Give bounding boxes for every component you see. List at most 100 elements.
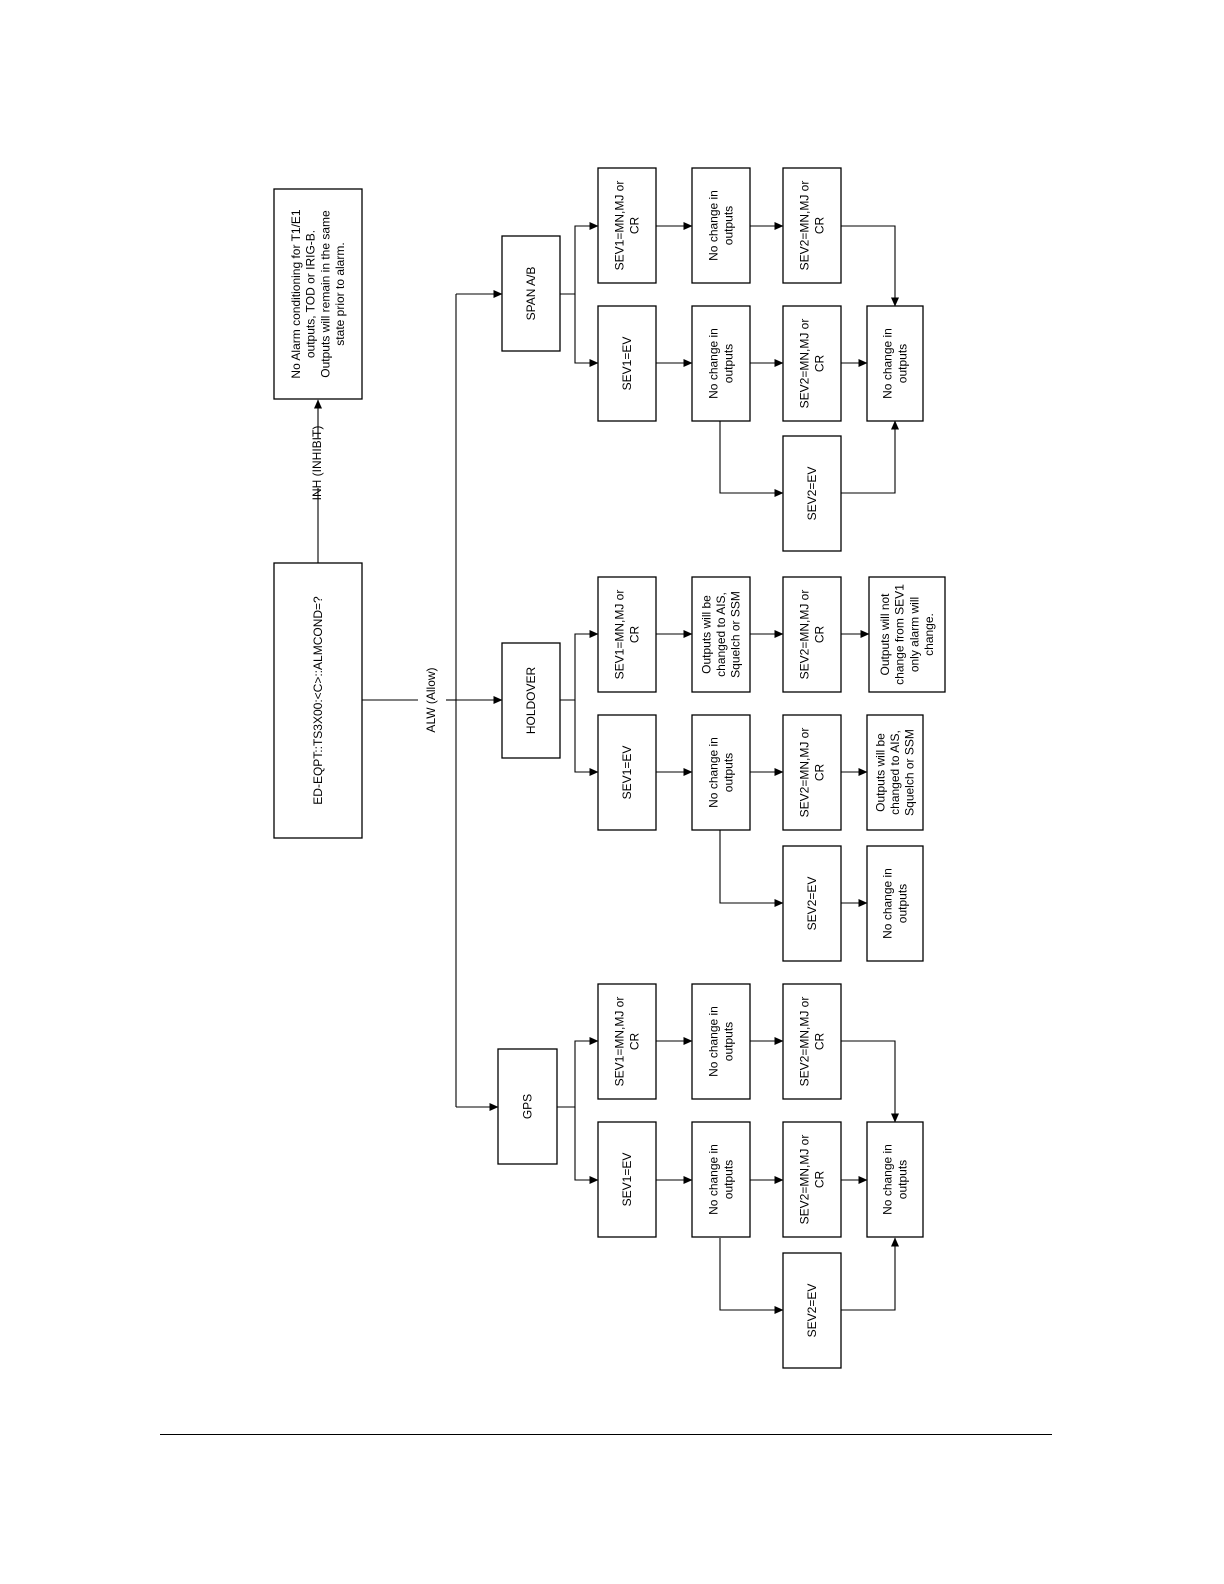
text-line: No change in bbox=[881, 868, 895, 939]
gps-b4 bbox=[719, 1238, 784, 1314]
text-line: SEV1=MN,MJ or bbox=[613, 997, 627, 1087]
hold-sev2-mj-a-out-box bbox=[868, 576, 946, 693]
hold-sev2-ev-label: SEV2=EV bbox=[805, 877, 819, 931]
command-label: ED-EQPT::TS3X00:<C>::ALMCOND=? bbox=[311, 596, 325, 805]
edge-label-inhibit: INH (INHIBIT) bbox=[310, 426, 324, 501]
connectors bbox=[314, 222, 899, 1314]
text-line: outputs bbox=[721, 206, 735, 245]
span-sev1-mj-label: SEV1=MN,MJ orCR bbox=[613, 181, 642, 271]
inhibit-result-text: No Alarm conditioning for T1/E1outputs, … bbox=[289, 209, 347, 379]
hold-sev2-mj-b-box bbox=[782, 714, 842, 831]
span-sev1-mj-out-box bbox=[691, 167, 751, 284]
inhibit-label: INH (INHIBIT) bbox=[310, 426, 324, 501]
gps-to-sev1ev bbox=[574, 1107, 599, 1184]
text-line: state prior to alarm. bbox=[333, 242, 347, 345]
hold-sev2-mj-b-label: SEV2=MN,MJ orCR bbox=[798, 728, 827, 818]
hold-sev2-ev-out-label: No change inoutputs bbox=[881, 868, 910, 939]
gps-sev2-mj-b-box bbox=[782, 1121, 842, 1238]
hold-sev1-mj-out-label: Outputs will bechanged to AIS,Squelch or… bbox=[700, 591, 743, 678]
text-line: No Alarm conditioning for T1/E1 bbox=[289, 209, 303, 379]
text-line: No change in bbox=[707, 737, 721, 808]
hold-to-sev1ev bbox=[574, 700, 599, 776]
span-sev1-ev-out-box bbox=[691, 305, 751, 422]
gps-a3 bbox=[841, 1040, 899, 1123]
span-sev2-mj-a-box bbox=[782, 167, 842, 284]
hold-sev1-mj-box bbox=[597, 576, 657, 693]
span-sev1-ev-out-label: No change inoutputs bbox=[707, 328, 736, 399]
text-line: outputs bbox=[895, 884, 909, 923]
inhibit-result-label: No Alarm conditioning for T1/E1outputs, … bbox=[289, 209, 347, 379]
text-line: only alarm will bbox=[907, 597, 921, 672]
gps-sev1-ev-label: SEV1=EV bbox=[620, 1153, 634, 1207]
gps-sev2-mj-b-label: SEV2=MN,MJ orCR bbox=[798, 1135, 827, 1225]
hold-sev1-ev-out-box bbox=[691, 714, 751, 831]
text-line: SEV1=MN,MJ or bbox=[613, 181, 627, 271]
text-line: SEV2=MN,MJ or bbox=[798, 997, 812, 1087]
allow-label: ALW (Allow) bbox=[424, 667, 438, 732]
gps-box bbox=[497, 1048, 558, 1165]
holdover-label: HOLDOVER bbox=[524, 666, 538, 734]
text-line: CR bbox=[627, 1033, 641, 1051]
text-line: No change in bbox=[707, 328, 721, 399]
text-line: SEV2=MN,MJ or bbox=[798, 590, 812, 680]
text-line: Squelch or SSM bbox=[729, 591, 743, 678]
hold-to-sev1mj bbox=[560, 630, 599, 701]
text-line: Outputs will be bbox=[700, 595, 714, 674]
text-line: No change in bbox=[881, 1144, 895, 1215]
text-line: CR bbox=[812, 626, 826, 644]
gps-sev1-mj-out-box bbox=[691, 983, 751, 1100]
hold-sev2-ev-box bbox=[782, 845, 842, 962]
span-sev2-ev-box bbox=[782, 435, 842, 552]
span-sev1-ev-box bbox=[597, 305, 657, 422]
gps-sev2-mj-a-label: SEV2=MN,MJ orCR bbox=[798, 997, 827, 1087]
gps-sev1-mj-out-label: No change inoutputs bbox=[707, 1006, 736, 1077]
text-line: No change in bbox=[707, 1144, 721, 1215]
hold-sev2-ev-out-box bbox=[866, 845, 924, 962]
span-final-label: No change inoutputs bbox=[881, 328, 910, 399]
text-line: SEV1=MN,MJ or bbox=[613, 590, 627, 680]
hold-sev1-ev-label: SEV1=EV bbox=[620, 746, 634, 800]
holdover-box bbox=[501, 642, 561, 759]
text-line: outputs bbox=[895, 344, 909, 383]
span-sev2-mj-b-label: SEV2=MN,MJ orCR bbox=[798, 319, 827, 409]
text-line: CR bbox=[812, 1171, 826, 1189]
text-line: CR bbox=[812, 1033, 826, 1051]
text-line: SEV2=MN,MJ or bbox=[798, 728, 812, 818]
span-b4 bbox=[719, 421, 784, 497]
text-line: outputs bbox=[721, 344, 735, 383]
span-sev2-ev-label: SEV2=EV bbox=[805, 467, 819, 521]
span-box bbox=[501, 235, 561, 352]
text-line: Outputs will remain in the same bbox=[318, 210, 332, 378]
text-line: Outputs will not bbox=[878, 593, 892, 676]
text-line: No change in bbox=[707, 190, 721, 261]
gps-sev2-ev-box bbox=[782, 1252, 842, 1369]
text-line: outputs bbox=[721, 1160, 735, 1199]
text-line: outputs bbox=[721, 1022, 735, 1061]
command-box bbox=[273, 562, 363, 839]
edge-label-allow: ALW (Allow) bbox=[424, 667, 438, 732]
gps-final-label: No change inoutputs bbox=[881, 1144, 910, 1215]
text-line: Squelch or SSM bbox=[903, 729, 917, 816]
text-line: SEV2=MN,MJ or bbox=[798, 181, 812, 271]
text-line: outputs bbox=[721, 753, 735, 792]
hold-sev2-mj-a-out-label: Outputs will notchange from SEV1only ala… bbox=[878, 584, 936, 685]
footer-rule bbox=[160, 1434, 1052, 1435]
hold-sev2-mj-a-label: SEV2=MN,MJ orCR bbox=[798, 590, 827, 680]
gps-sev1-mj-box bbox=[597, 983, 657, 1100]
text-line: CR bbox=[627, 626, 641, 644]
span-sev1-mj-box bbox=[597, 167, 657, 284]
text-line: Outputs will be bbox=[874, 733, 888, 812]
text-line: SEV2=MN,MJ or bbox=[798, 1135, 812, 1225]
span-sev2-mj-a-label: SEV2=MN,MJ orCR bbox=[798, 181, 827, 271]
text-line: change. bbox=[922, 613, 936, 656]
inhibit-result-box bbox=[273, 188, 363, 400]
hold-sev2-mj-a-box bbox=[782, 576, 842, 693]
text-line: CR bbox=[627, 217, 641, 235]
hold-sev1-ev-out-label: No change inoutputs bbox=[707, 737, 736, 808]
text-line: CR bbox=[812, 355, 826, 373]
gps-sev2-ev-label: SEV2=EV bbox=[805, 1284, 819, 1338]
span-b5 bbox=[841, 420, 899, 494]
gps-sev1-mj-label: SEV1=MN,MJ orCR bbox=[613, 997, 642, 1087]
text-line: CR bbox=[812, 764, 826, 782]
span-to-sev1ev bbox=[574, 294, 599, 367]
